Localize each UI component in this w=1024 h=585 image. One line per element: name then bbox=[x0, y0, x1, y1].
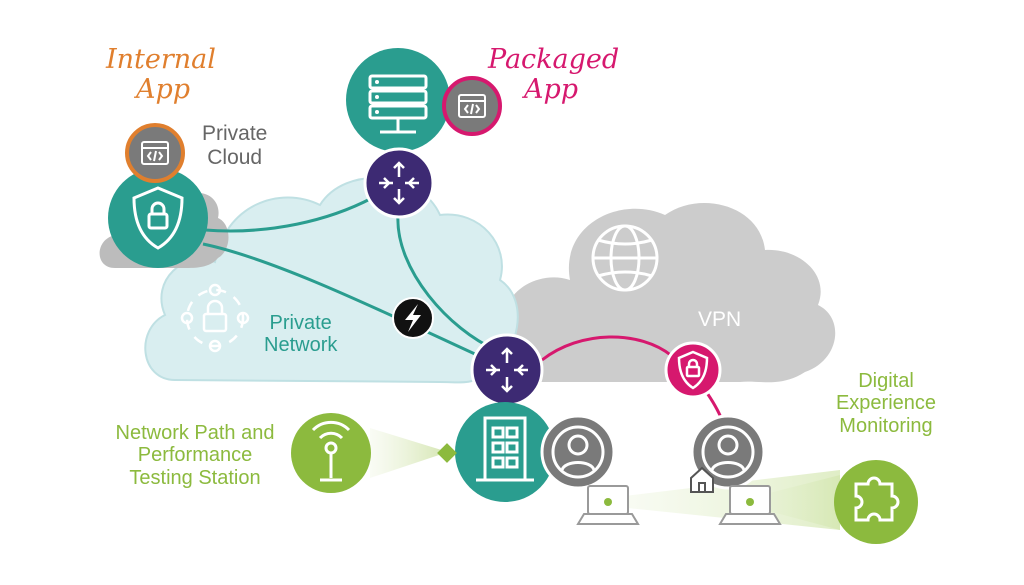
internal-app-node bbox=[125, 123, 185, 183]
dem-label-line1: Digital bbox=[858, 370, 914, 392]
testing-station-label-line2: Performance bbox=[137, 444, 253, 467]
branch-office-node bbox=[455, 402, 555, 502]
private-cloud-label: Private Cloud bbox=[202, 122, 267, 169]
router-node-bottom bbox=[470, 333, 544, 407]
laptop-status-dot bbox=[604, 498, 612, 506]
app-code-icon bbox=[141, 141, 169, 165]
internal-app-label-line1: Internal bbox=[106, 44, 216, 75]
packaged-app-label: Packaged App bbox=[488, 44, 620, 106]
laptop-status-dot bbox=[746, 498, 754, 506]
packaged-app-label-line2: App bbox=[524, 74, 579, 106]
testing-station-label-line1: Network Path and bbox=[115, 422, 275, 444]
shield-lock-icon bbox=[677, 350, 709, 390]
lightning-icon bbox=[405, 304, 421, 332]
vpn-label: VPN bbox=[698, 308, 742, 331]
testing-diamond bbox=[437, 443, 457, 463]
testing-beam bbox=[370, 428, 448, 478]
laptop-icon bbox=[718, 485, 782, 525]
private-cloud-label-line1: Private bbox=[202, 122, 268, 145]
lock-network-icon bbox=[180, 283, 250, 353]
dem-beam-right bbox=[750, 475, 840, 530]
puzzle-icon bbox=[854, 476, 900, 522]
internal-app-label: Internal App bbox=[106, 44, 216, 106]
antenna-icon bbox=[311, 420, 351, 482]
dem-node bbox=[834, 460, 918, 544]
dem-label-line3: Monitoring bbox=[839, 414, 933, 437]
building-icon bbox=[476, 416, 534, 482]
dem-label: Digital Experience Monitoring bbox=[826, 370, 946, 437]
private-cloud-label-line2: Cloud bbox=[207, 145, 263, 169]
server-node bbox=[346, 48, 450, 152]
router-icon bbox=[486, 347, 528, 393]
user-icon bbox=[551, 425, 605, 479]
packaged-app-node bbox=[442, 76, 502, 136]
testing-station-node bbox=[291, 413, 371, 493]
globe-icon bbox=[591, 224, 659, 292]
dem-beam-left bbox=[608, 470, 840, 530]
shield-lock-icon bbox=[132, 186, 184, 250]
packaged-app-label-line1: Packaged bbox=[488, 44, 620, 75]
user-icon bbox=[701, 425, 755, 479]
router-node-top bbox=[363, 147, 435, 219]
app-code-icon bbox=[458, 94, 486, 118]
testing-station-label: Network Path and Performance Testing Sta… bbox=[100, 422, 290, 489]
remote-user-node bbox=[690, 414, 766, 490]
private-network-label-line1: Private bbox=[269, 312, 332, 334]
private-network-label-line2: Network bbox=[264, 334, 338, 357]
vpn-shield-node bbox=[664, 341, 722, 399]
security-gateway-node bbox=[108, 168, 208, 268]
router-icon bbox=[379, 161, 419, 205]
internal-app-label-line2: App bbox=[136, 74, 191, 106]
home-icon bbox=[690, 466, 714, 493]
dem-label-line2: Experience bbox=[835, 392, 937, 415]
server-icon bbox=[368, 74, 428, 134]
laptop-icon bbox=[576, 485, 640, 525]
vpn-cloud bbox=[477, 202, 836, 383]
private-network-label: Private Network bbox=[264, 312, 337, 357]
testing-station-label-line3: Testing Station bbox=[129, 466, 261, 489]
office-user-node bbox=[540, 414, 616, 490]
lightning-node bbox=[392, 297, 434, 339]
